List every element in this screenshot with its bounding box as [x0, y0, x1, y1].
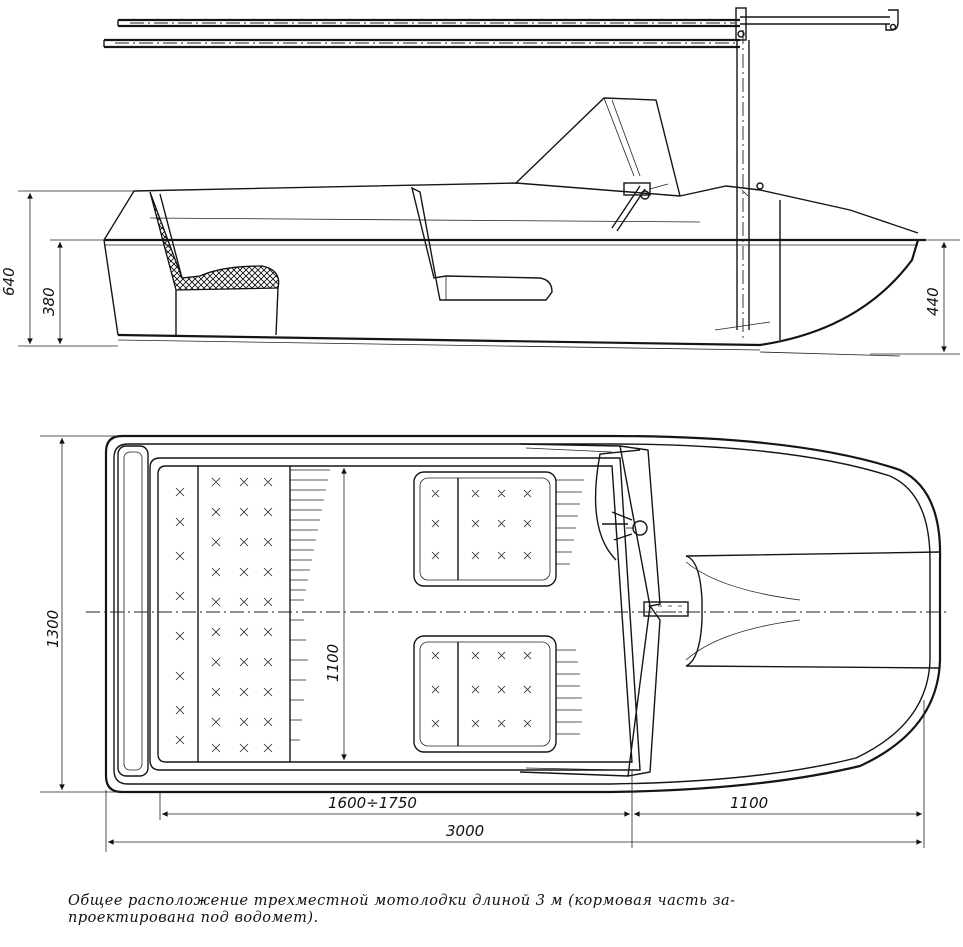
figure-caption: Общее расположение трехместной мотолодки…: [68, 893, 948, 927]
caption-line-2: проектирована под водомет).: [68, 910, 319, 926]
dim-3000: 3000: [446, 822, 484, 840]
awning-frame: [103, 7, 899, 338]
windshield-frame-plan: [519, 443, 689, 777]
side-view: [18, 7, 960, 357]
plan-dims: [40, 435, 925, 852]
dim-1100-inner: 1100: [324, 644, 342, 682]
gunwale-line: [133, 182, 681, 197]
dim-1600-1750: 1600÷1750: [328, 794, 417, 812]
dim-640: 640: [0, 267, 18, 296]
dim-380: 380: [40, 287, 58, 316]
hull-bottom: [117, 239, 920, 347]
dim-440: 440: [924, 287, 942, 316]
stern-seat: [149, 191, 280, 336]
transom: [103, 190, 135, 336]
forward-seat-upper: [413, 471, 584, 587]
windshield: [515, 97, 681, 197]
plan-view: 640 380 440 1300 1100 1600÷1750 1100 300…: [0, 267, 946, 852]
foredeck: [679, 185, 919, 234]
aft-bench-seat-plan: [175, 466, 330, 762]
steering-gear: [611, 182, 669, 232]
side-dims-left: [18, 190, 134, 347]
caption-line-1: Общее расположение трехместной мотолодки…: [68, 893, 736, 909]
dim-1100-stern: 1100: [730, 794, 768, 812]
side-dims-right: [870, 239, 960, 355]
middle-seat: [410, 186, 553, 301]
dim-1300: 1300: [44, 610, 62, 648]
hull-outline-plan: [104, 434, 942, 794]
forward-seat-lower: [413, 635, 582, 753]
cushion-pattern: [175, 477, 273, 753]
waterjet-tunnel: [685, 551, 941, 669]
